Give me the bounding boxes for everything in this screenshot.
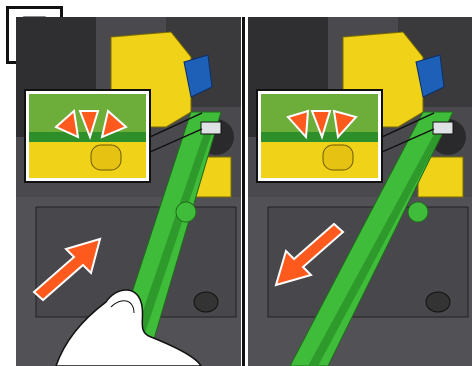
triangle-arrow-icon: [102, 111, 126, 137]
printer-illustration-right: [248, 17, 472, 366]
callout-arrows-left: [54, 107, 134, 147]
illustration-panel-remove: [248, 17, 472, 366]
callout-arrows-right: [286, 107, 366, 147]
printer-illustration-left: [16, 17, 241, 366]
triangle-arrow-icon: [56, 111, 78, 137]
triangle-arrow-icon: [288, 111, 308, 137]
illustration-panel-insert: [16, 17, 241, 366]
triangle-arrow-icon: [312, 111, 330, 137]
panel-divider: [242, 17, 245, 366]
triangle-arrow-icon: [80, 111, 98, 137]
triangle-arrow-icon: [334, 111, 356, 137]
